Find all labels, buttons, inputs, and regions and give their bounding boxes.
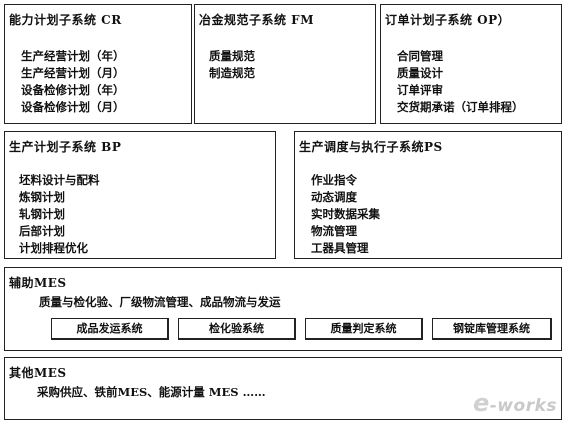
production-dispatch-box: 生产调度与执行子系统PS 作业指令 动态调度 实时数据采集 物流管理 工器具管理 — [294, 131, 562, 259]
eworks-watermark-logo: e-works — [472, 389, 557, 417]
list-item: 质量规范 — [209, 49, 255, 63]
order-planning-title: 订单计划子系统 OP） — [385, 13, 511, 27]
auxiliary-mes-title: 辅助MES — [9, 276, 67, 290]
list-item: 坯料设计与配料 — [19, 173, 100, 187]
list-item: 交货期承诺（订单排程） — [397, 100, 524, 114]
list-item: 设备检修计划（月） — [21, 100, 125, 114]
metallurgical-spec-title: 冶金规范子系统 FM — [199, 13, 314, 27]
capacity-planning-items: 生产经营计划（年） 生产经营计划（月） 设备检修计划（年） 设备检修计划（月） — [21, 48, 125, 116]
list-item: 动态调度 — [311, 190, 357, 204]
capacity-planning-title: 能力计划子系统 CR — [9, 13, 122, 27]
list-item: 订单评审 — [397, 83, 443, 97]
list-item: 质量设计 — [397, 66, 443, 80]
other-mes-title: 其他MES — [9, 366, 67, 380]
list-item: 生产经营计划（年） — [21, 49, 125, 63]
list-item: 计划排程优化 — [19, 241, 88, 255]
list-item: 工器具管理 — [311, 241, 369, 255]
list-item: 生产经营计划（月） — [21, 66, 125, 80]
list-item: 合同管理 — [397, 49, 443, 63]
order-planning-items: 合同管理 质量设计 订单评审 交货期承诺（订单排程） — [397, 48, 524, 116]
production-planning-box: 生产计划子系统 BP 坯料设计与配料 炼钢计划 轧钢计划 后部计划 计划排程优化 — [4, 131, 276, 259]
list-item: 作业指令 — [311, 173, 357, 187]
ingot-warehouse-system: 钢锭库管理系统 — [432, 318, 552, 340]
other-mes-box: 其他MES 采购供应、铁前MES、能源计量 MES …… — [4, 357, 562, 420]
other-mes-description: 采购供应、铁前MES、能源计量 MES …… — [37, 385, 266, 399]
auxiliary-mes-description: 质量与检化验、厂级物流管理、成品物流与发运 — [39, 295, 281, 309]
metallurgical-spec-items: 质量规范 制造规范 — [209, 48, 255, 82]
inspection-system: 检化验系统 — [178, 318, 296, 340]
production-dispatch-items: 作业指令 动态调度 实时数据采集 物流管理 工器具管理 — [311, 172, 380, 257]
order-planning-box: 订单计划子系统 OP） 合同管理 质量设计 订单评审 交货期承诺（订单排程） — [380, 4, 562, 124]
list-item: 后部计划 — [19, 224, 65, 238]
finished-goods-shipping-system: 成品发运系统 — [51, 318, 169, 340]
metallurgical-spec-box: 冶金规范子系统 FM 质量规范 制造规范 — [194, 4, 376, 124]
production-planning-items: 坯料设计与配料 炼钢计划 轧钢计划 后部计划 计划排程优化 — [19, 172, 100, 257]
capacity-planning-box: 能力计划子系统 CR 生产经营计划（年） 生产经营计划（月） 设备检修计划（年）… — [4, 4, 192, 124]
list-item: 物流管理 — [311, 224, 357, 238]
quality-judgment-system: 质量判定系统 — [305, 318, 423, 340]
production-dispatch-title: 生产调度与执行子系统PS — [299, 140, 443, 154]
list-item: 设备检修计划（年） — [21, 83, 125, 97]
list-item: 制造规范 — [209, 66, 255, 80]
list-item: 轧钢计划 — [19, 207, 65, 221]
production-planning-title: 生产计划子系统 BP — [9, 140, 122, 154]
list-item: 实时数据采集 — [311, 207, 380, 221]
list-item: 炼钢计划 — [19, 190, 65, 204]
